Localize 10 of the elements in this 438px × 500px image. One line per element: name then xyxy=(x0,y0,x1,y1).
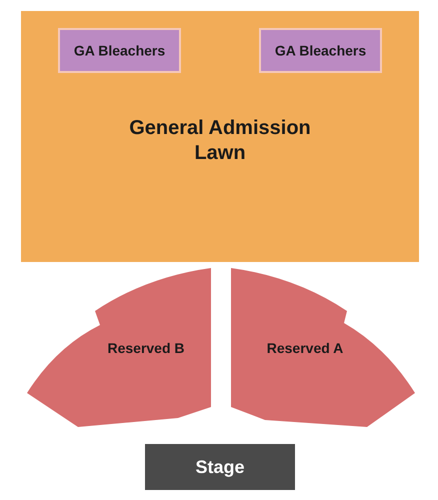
stage-area xyxy=(145,444,295,490)
section-label: GA Bleachers xyxy=(274,42,368,60)
lawn-section xyxy=(21,11,419,262)
section-label: Stage xyxy=(194,456,246,478)
bleachers-section xyxy=(58,28,181,73)
section-label: GA Bleachers xyxy=(72,42,166,60)
section-label: Reserved A xyxy=(266,340,344,357)
section-label: General Admission Lawn xyxy=(128,116,312,166)
bleachers-section xyxy=(259,28,382,73)
section-label: Reserved B xyxy=(106,340,186,357)
